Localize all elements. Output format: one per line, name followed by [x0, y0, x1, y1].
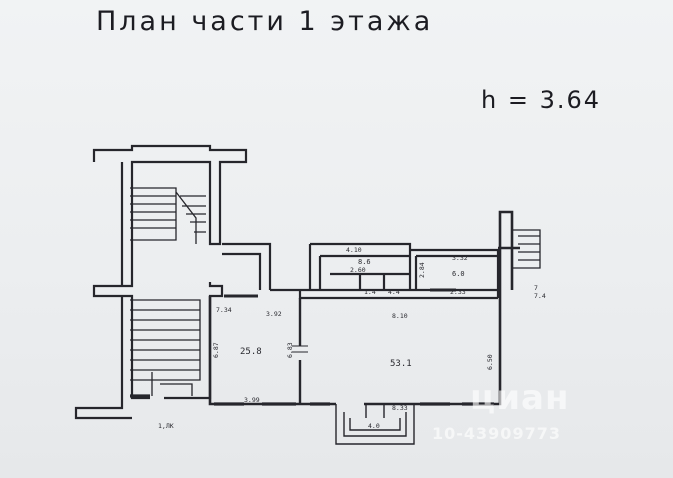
small-b-area: 4.4 [388, 288, 400, 296]
dim-left-bottom: 3.99 [244, 396, 260, 404]
watermark-logo: циан [470, 378, 570, 418]
watermark-listing-id: 10-43909773 [432, 424, 561, 443]
entrance-mark: 1,ЛК [158, 422, 174, 430]
dim-right-width: 3.32 [452, 254, 468, 262]
upper-stair-flight [130, 187, 206, 244]
stair-mark: 7 [534, 284, 538, 292]
room-main-area: 53.1 [390, 359, 412, 369]
room-right-area: 6.0 [452, 270, 465, 278]
window-marks-north [224, 288, 456, 298]
dim-right-side: 2.84 [418, 262, 426, 278]
ceiling-height-note: h = 3.64 [481, 86, 602, 114]
room-top-area: 8.6 [358, 258, 371, 266]
dim-main-right: 6.50 [486, 354, 494, 370]
wc-block [308, 242, 500, 298]
dim-main-bottom: 8.33 [392, 404, 408, 412]
dim-left-side: 6.87 [212, 342, 220, 358]
main-outline [208, 210, 520, 406]
corridor-walls [222, 242, 272, 290]
plan-title: План части 1 этажа [96, 6, 434, 37]
dim-main-width: 8.10 [392, 312, 408, 320]
stair-block-inner-walls [74, 162, 132, 420]
dim-left-width: 3.92 [266, 310, 282, 318]
door-swing [292, 345, 308, 353]
stair-area: 7.4 [534, 292, 546, 300]
small-a-area: 1.4 [364, 288, 376, 296]
porch-steps [335, 404, 415, 445]
dim-left-right: 6.83 [286, 342, 294, 358]
window-marks [130, 394, 494, 406]
side-stair [512, 229, 541, 269]
lower-stair-flight [130, 299, 201, 396]
room-left-area: 25.8 [240, 347, 262, 357]
north-wall [270, 288, 498, 300]
dim-right-lower: 2.33 [450, 288, 466, 296]
dim-left-corner: 7.34 [216, 306, 232, 314]
dim-porch: 4.0 [368, 422, 380, 430]
dim-top-inner: 2.60 [350, 266, 366, 274]
dim-top-width: 4.10 [346, 246, 362, 254]
